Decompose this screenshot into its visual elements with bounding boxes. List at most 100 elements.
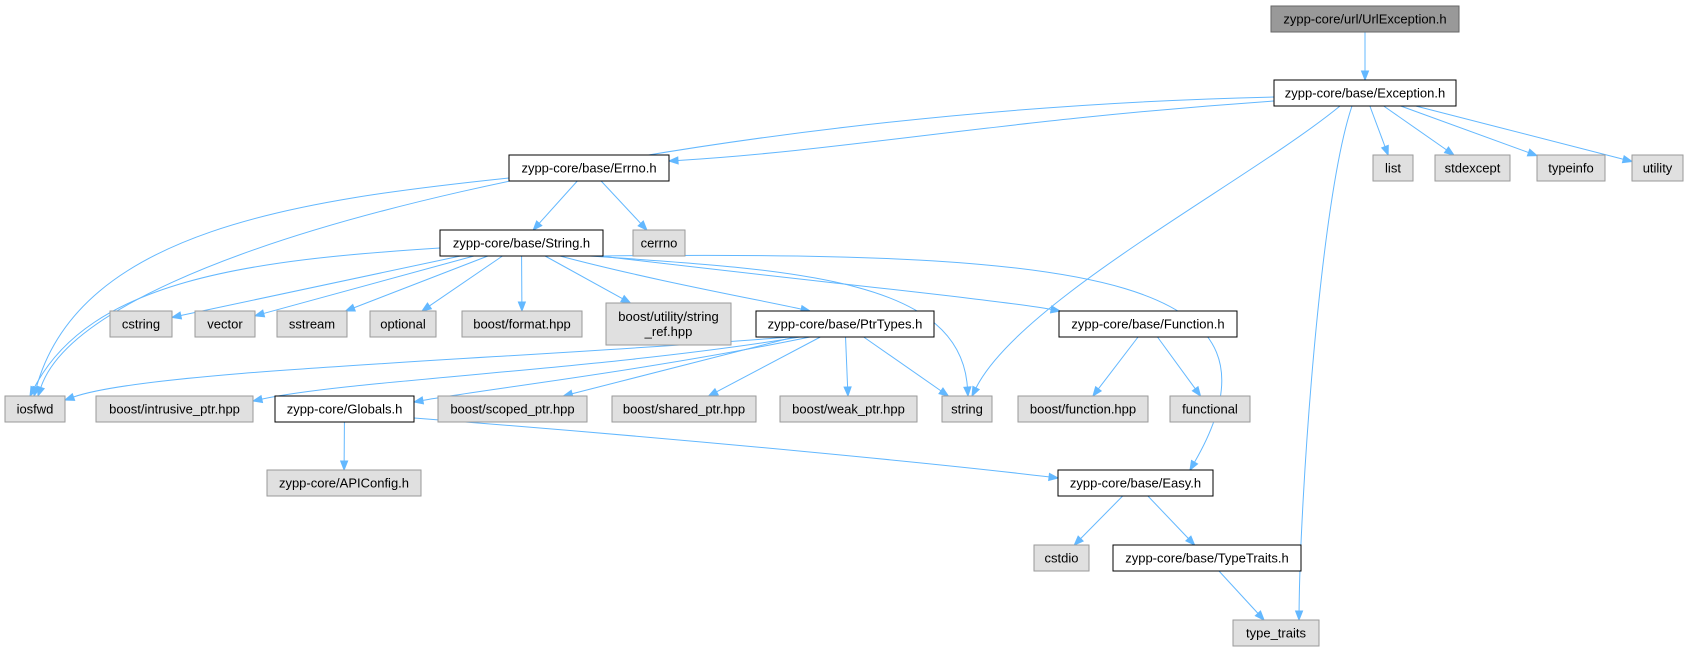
node-cstdio: cstdio [1033, 544, 1090, 572]
edge-errno-to-string_h [532, 180, 578, 232]
edge-exception-to-utility [1415, 105, 1634, 164]
arrowhead [1443, 146, 1455, 156]
arrowhead [971, 385, 981, 398]
node-sstream: sstream [276, 310, 348, 338]
node-box [194, 310, 256, 338]
edge-exception-to-list [1369, 105, 1389, 157]
arrowhead [1360, 70, 1370, 82]
node-box [1372, 154, 1414, 182]
node-boost-scoped: boost/scoped_ptr.hpp [437, 395, 588, 423]
edge-line [33, 247, 441, 389]
edge-line [1147, 495, 1189, 539]
node-function[interactable]: zypp-core/base/Function.h [1058, 310, 1238, 338]
node-label: zypp-core/base/Exception.h [1285, 86, 1445, 101]
node-label: list [1385, 161, 1401, 176]
node-label: boost/shared_ptr.hpp [623, 402, 745, 417]
node-box [4, 395, 66, 423]
node-label: vector [207, 317, 243, 332]
node-iosfwd: iosfwd [4, 395, 66, 423]
edge-exception-to-stdexcept [1383, 105, 1455, 156]
arrowhead [29, 385, 39, 398]
node-label: cstdio [1045, 551, 1079, 566]
node-box [439, 229, 604, 257]
node-label: utility [1643, 161, 1673, 176]
edge-line [1415, 105, 1624, 160]
edge-line [1098, 336, 1139, 390]
node-optional: optional [369, 310, 437, 338]
node-errno[interactable]: zypp-core/base/Errno.h [508, 154, 670, 182]
arrowhead [532, 220, 543, 232]
node-label: zypp-core/APIConfig.h [279, 476, 409, 491]
node-box [95, 395, 254, 423]
node-box [508, 154, 670, 182]
node-typetraits-h[interactable]: zypp-core/base/TypeTraits.h [1112, 544, 1302, 572]
node-label: string [951, 402, 983, 417]
arrowhead [412, 396, 425, 405]
node-easy[interactable]: zypp-core/base/Easy.h [1057, 469, 1214, 497]
arrowhead [251, 394, 264, 404]
node-cstring: cstring [109, 310, 173, 338]
edge-exception-to-typeinfo [1400, 105, 1539, 157]
arrowhead [339, 460, 349, 472]
edge-string_h-to-function [599, 255, 1062, 314]
arrowhead [170, 311, 183, 320]
edge-line [716, 336, 821, 393]
node-label: zypp-core/base/PtrTypes.h [768, 317, 923, 332]
edge-line [73, 336, 791, 398]
edge-line [544, 255, 623, 300]
edge-exception-to-errno [667, 100, 1275, 165]
edge-ptrtypes-to-boost_scoped [562, 336, 795, 398]
arrowhead [1621, 155, 1634, 164]
edge-string_h-to-vector [253, 255, 475, 318]
node-label: cstring [122, 317, 160, 332]
edge-line [353, 255, 489, 309]
node-box [437, 395, 588, 423]
node-box [1058, 310, 1238, 338]
edge-line [863, 336, 942, 392]
node-label: _ref.hpp [644, 324, 693, 339]
node-layer: zypp-core/url/UrlException.hzypp-core/ba… [4, 5, 1684, 647]
node-box [941, 395, 993, 423]
node-box [276, 310, 348, 338]
arrowhead [344, 303, 357, 312]
node-box [1017, 395, 1149, 423]
edge-line [1369, 105, 1386, 147]
arrowhead [620, 294, 632, 304]
edge-function-to-boost_function [1092, 336, 1139, 398]
node-box [611, 395, 757, 423]
node-label: functional [1182, 402, 1238, 417]
edge-line [975, 105, 1341, 389]
node-typeinfo: typeinfo [1536, 154, 1606, 182]
node-string: string [941, 395, 993, 423]
node-type-traits: type_traits [1232, 619, 1320, 647]
node-utility: utility [1631, 154, 1684, 182]
node-boost-function: boost/function.hpp [1017, 395, 1149, 423]
edge-exception-to-string [971, 105, 1341, 398]
edge-line [1218, 570, 1259, 614]
node-label: boost/format.hpp [473, 317, 571, 332]
arrowhead [707, 387, 719, 397]
edge-line [1383, 105, 1447, 151]
node-box [632, 229, 686, 257]
node-label: zypp-core/Globals.h [287, 402, 403, 417]
node-exception[interactable]: zypp-core/base/Exception.h [1273, 79, 1457, 107]
edge-easy-to-cstdio [1073, 495, 1124, 546]
edge-line [845, 336, 849, 388]
arrowhead [63, 392, 76, 401]
node-ptrtypes[interactable]: zypp-core/base/PtrTypes.h [755, 310, 935, 338]
edge-errno-to-iosfwd [32, 177, 510, 398]
node-label: zypp-core/base/Easy.h [1070, 476, 1201, 491]
node-box [109, 310, 173, 338]
node-cerrno: cerrno [632, 229, 686, 257]
node-label: typeinfo [1548, 161, 1594, 176]
edge-string_h-to-string [589, 255, 972, 398]
edge-globals-to-easy [413, 417, 1060, 482]
edge-line [1400, 105, 1529, 154]
node-string-h[interactable]: zypp-core/base/String.h [439, 229, 604, 257]
node-label: sstream [289, 317, 335, 332]
node-box [1536, 154, 1606, 182]
edge-string_h-to-optional [420, 255, 503, 312]
node-box [369, 310, 437, 338]
arrowhead [1048, 472, 1060, 482]
node-globals[interactable]: zypp-core/Globals.h [274, 395, 415, 423]
